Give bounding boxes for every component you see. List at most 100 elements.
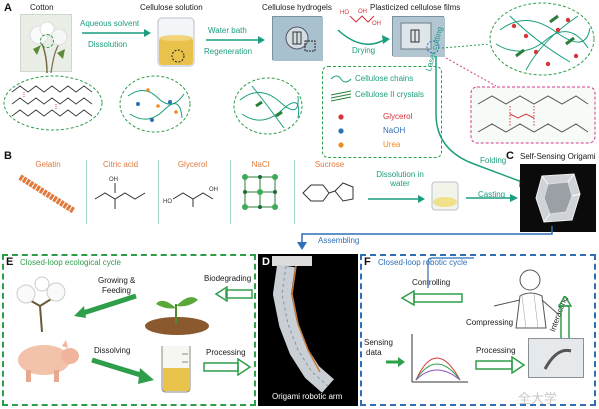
panel-b-chemicals: Gelatin Citric acid OH Glycerol HO OH: [14, 160, 364, 224]
arrow-dissolving: [91, 357, 154, 384]
legend-urea-dot: [338, 142, 344, 148]
panel-d-photo: [258, 254, 358, 406]
arrow-f-processing: [475, 356, 526, 374]
arrow-dissolution: [82, 29, 151, 37]
cotton-cellulose-zoom: [3, 75, 103, 131]
dissolution-label: Dissolution: [88, 40, 128, 49]
arrow-casting: [466, 194, 518, 202]
gelatin-item: Gelatin: [14, 160, 82, 224]
arrow-dissolution-water: [368, 195, 425, 203]
sensing-plot: [411, 334, 468, 383]
panel-a-letter: A: [4, 2, 12, 14]
arrow-biodegrading: [214, 286, 253, 302]
svg-text:OH: OH: [372, 21, 381, 26]
svg-text:OH: OH: [358, 9, 367, 15]
citric-acid-item: Citric acid OH: [86, 160, 154, 224]
controlling-label: Controlling: [412, 278, 451, 287]
panel-e-letter: E: [6, 256, 14, 268]
folding-label: Folding: [480, 156, 507, 165]
film-network-zoom: [489, 2, 595, 76]
legend-symbols: [330, 75, 352, 148]
cotton-plant-icon: [16, 276, 66, 332]
panel-f-box: [360, 254, 596, 406]
cotton-label: Cotton: [30, 3, 54, 12]
assembling-label: Assembling: [318, 236, 360, 245]
compressing-label: Compressing: [466, 318, 514, 327]
panel-d-letter: D: [262, 256, 270, 268]
sucrose-label: Sucrose: [314, 160, 345, 169]
legend-crystal-icon: [330, 90, 352, 102]
legend-urea: Urea: [383, 140, 401, 149]
legend-crystals: Cellulose II crystals: [355, 90, 424, 99]
growing-label: Growing &: [98, 276, 136, 285]
assembling-arrow: [297, 226, 553, 250]
panel-c-letter: C: [506, 150, 514, 162]
e-processing-label: Processing: [206, 348, 246, 357]
solution-beaker: [154, 16, 198, 68]
person-sketch-icon: [493, 269, 559, 329]
legend-naoh-dot: [338, 128, 344, 134]
panel-d-caption: Origami robotic arm: [272, 392, 343, 401]
sucrose-structure-icon: [302, 182, 354, 202]
panel-f-title: Closed-loop robotic cycle: [378, 258, 468, 267]
sensing-label: Sensing: [364, 338, 393, 347]
aqueous-solvent-label: Aqueous solvent: [80, 19, 140, 28]
hydrogel-photo: [272, 16, 323, 61]
legend-glycerol-dot: [338, 114, 344, 120]
svg-text:HO: HO: [340, 10, 349, 16]
casting-label: Casting: [478, 190, 506, 199]
glycerol-molecule: HO OH OH: [340, 9, 381, 26]
panel-f-letter: F: [364, 256, 371, 268]
dissolving-label: Dissolving: [94, 346, 131, 355]
legend-box: Cellulose chains Cellulose II crystals G…: [322, 66, 442, 158]
hydrogel-zoom: [233, 77, 303, 135]
pig-icon: [18, 340, 79, 382]
svg-text:OH: OH: [109, 177, 118, 183]
solution-zoom: [119, 75, 191, 133]
panel-b-letter: B: [4, 150, 12, 162]
drying-label: Drying: [352, 46, 376, 55]
glycerol-structure-icon: HO OH: [163, 187, 218, 207]
nacl-lattice-icon: [242, 174, 278, 210]
gelatin-label: Gelatin: [35, 160, 61, 169]
regeneration-label: Regeneration: [204, 47, 253, 56]
panel-e-title: Closed-loop ecological cycle: [20, 258, 121, 267]
sucrose-item: Sucrose: [294, 160, 364, 224]
legend-chains: Cellulose chains: [355, 74, 414, 83]
svg-text:OH: OH: [209, 187, 218, 193]
arrow-growing-feeding: [74, 293, 137, 318]
beaker-solution: [428, 178, 464, 214]
feeding-label: Feeding: [102, 286, 131, 295]
glycerol-bonding-zoom: [470, 86, 596, 144]
f-processing-label: Processing: [476, 346, 516, 355]
nacl-label: NaCl: [251, 160, 270, 169]
robot-display: [528, 338, 584, 378]
films-label: Plasticized cellulose films: [370, 3, 461, 12]
glycerol-label: Glycerol: [177, 160, 208, 169]
zoom-connector-lines: [441, 44, 497, 87]
arrow-controlling: [400, 290, 463, 306]
arrow-e-processing: [203, 358, 252, 376]
cotton-photo: [20, 14, 72, 74]
legend-naoh: NaOH: [383, 126, 406, 135]
solution-label: Cellulose solution: [140, 3, 203, 12]
panel-e-box: [2, 254, 256, 406]
arrow-interacting: [558, 296, 572, 341]
sensing-data-label: data: [366, 348, 382, 357]
biodegrading-label: Biodegrading: [204, 274, 252, 283]
glycerol-item: Glycerol HO OH: [158, 160, 226, 224]
svg-text:HO: HO: [163, 199, 172, 205]
water-bath-label: Water bath: [208, 26, 247, 35]
nacl-item: NaCl: [230, 160, 290, 224]
watermark: 全大学: [518, 392, 558, 407]
cotton-zoom-marker: [40, 34, 54, 48]
film-photo: [392, 16, 445, 57]
arrow-sensing: [386, 357, 405, 367]
legend-glycerol: Glycerol: [383, 112, 413, 121]
gelatin-icon: [18, 174, 76, 214]
hydrogels-label: Cellulose hydrogels: [262, 3, 332, 12]
dissolution-water-label: Dissolution in water: [376, 170, 424, 188]
gelatin-beaker-icon: [161, 346, 191, 393]
feedback-line: [427, 257, 474, 288]
